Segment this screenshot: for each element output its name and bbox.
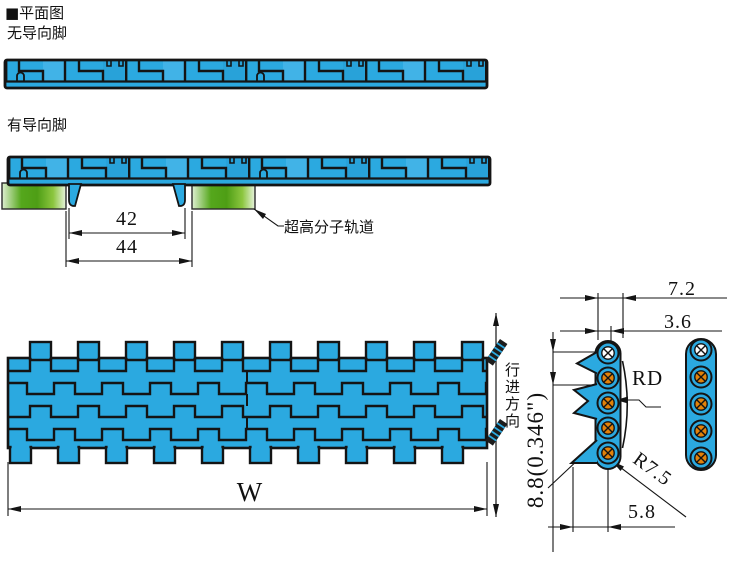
dim-42: 42 — [116, 208, 138, 230]
track-leader — [253, 208, 284, 227]
travel-direction-label: 行进方向 — [503, 362, 521, 430]
guide-feet — [68, 183, 186, 207]
plan-view-belt — [6, 340, 489, 465]
dim-rd: RD — [632, 366, 664, 390]
uhmw-guide-rails — [1, 182, 256, 210]
travel-direction-arrow — [485, 313, 508, 517]
page-title: ■平面图 — [5, 4, 65, 22]
with-guide-label: 有导向脚 — [7, 116, 68, 134]
dim-7-2: 7.2 — [668, 278, 696, 300]
dim-w: W — [236, 477, 264, 507]
dim-5-8: 5.8 — [628, 501, 656, 523]
dim-8-8: 8.8(0.346") — [523, 391, 548, 509]
dim-3-6: 3.6 — [664, 311, 692, 333]
belt-side-view-no-guide — [3, 58, 489, 90]
dimension-42-44-lines — [65, 208, 193, 267]
section-mark-flag — [485, 418, 508, 446]
dim-44: 44 — [116, 236, 138, 258]
detail-dimension-arrows — [550, 295, 636, 530]
section-mark-flag — [485, 338, 508, 366]
link-side-profile-plain — [685, 338, 717, 471]
belt-side-view-with-guide — [6, 155, 492, 187]
track-label: 超高分子轨道 — [284, 218, 375, 236]
dimension-42-44-arrows — [66, 230, 192, 264]
dimension-w — [7, 462, 488, 516]
no-guide-label: 无导向脚 — [7, 24, 68, 42]
link-side-profile-toothed — [568, 340, 629, 470]
